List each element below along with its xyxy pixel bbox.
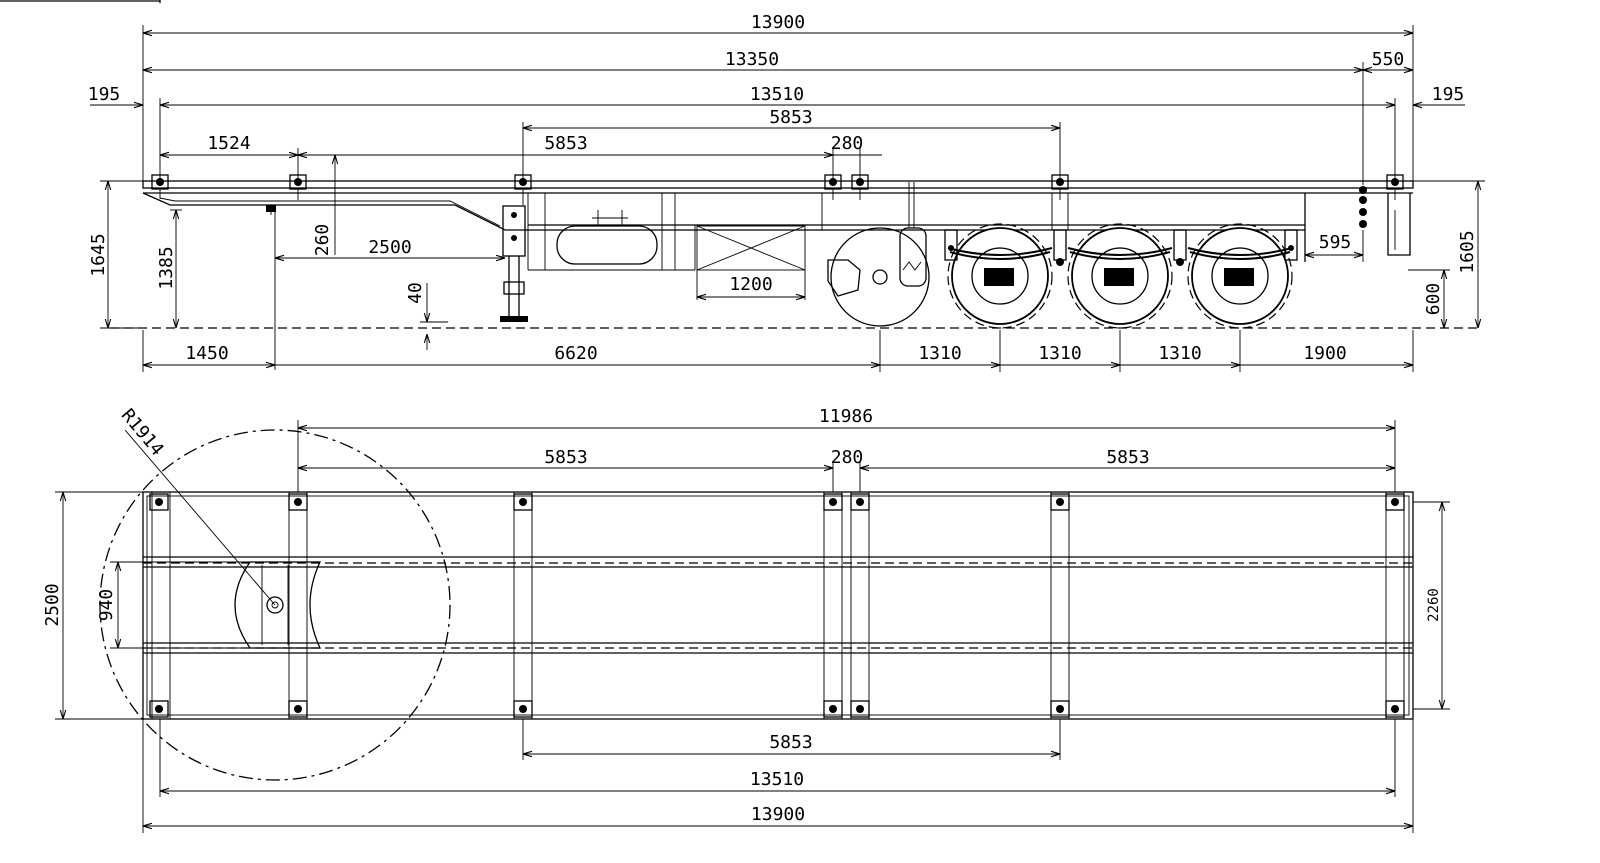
- side-bottom-dimensions: 1450 6620 1310 1310 1310 1900: [142, 330, 1414, 372]
- swing-radius: R1914: [99, 405, 451, 781]
- twist-lock: [824, 174, 842, 200]
- dim-13510-top: 13510: [750, 769, 804, 790]
- dim-550: 550: [1372, 49, 1405, 70]
- dim-1524: 1524: [207, 133, 250, 154]
- title-block-corner: [0, 0, 161, 3]
- dim-5853-top-left: 5853: [544, 447, 587, 468]
- dim-11986: 11986: [819, 406, 873, 427]
- wheel-axle-2: [1067, 223, 1173, 329]
- dim-600: 600: [1423, 283, 1444, 316]
- twist-lock: [151, 174, 169, 199]
- top-rail: [142, 180, 1414, 189]
- dim-260: 260: [312, 224, 333, 257]
- dim-1200: 1200: [729, 274, 772, 295]
- spare-wheel: [827, 227, 930, 327]
- twist-lock: [823, 493, 843, 511]
- dim-5853-upper: 5853: [769, 107, 812, 128]
- twist-lock: [850, 493, 870, 511]
- dim-2260: 2260: [1426, 588, 1442, 622]
- side-frame: [142, 180, 1414, 271]
- wheel-axle-1: [947, 223, 1053, 329]
- landing-gear: [500, 205, 528, 322]
- twist-lock: [823, 700, 843, 718]
- top-chassis: [142, 491, 1414, 720]
- top-twist-locks: [149, 493, 1405, 718]
- twist-lock: [288, 700, 308, 718]
- top-view: 11986 5853 280 5853 R1914: [42, 405, 1450, 833]
- twist-lock: [1050, 700, 1070, 718]
- twist-lock: [288, 493, 308, 511]
- dim-1310-a: 1310: [918, 343, 961, 364]
- dim-2500-top: 2500: [42, 583, 63, 626]
- dim-13900-top: 13900: [751, 12, 805, 33]
- dim-5853-bottom: 5853: [769, 732, 812, 753]
- twist-lock: [289, 174, 307, 200]
- dim-13350: 13350: [725, 49, 779, 70]
- dim-1900: 1900: [1303, 343, 1346, 364]
- dim-1385: 1385: [156, 246, 177, 289]
- dim-5853-top-right: 5853: [1106, 447, 1149, 468]
- twist-lock: [514, 174, 532, 205]
- leaf-springs: [944, 229, 1298, 266]
- twist-lock: [1385, 700, 1405, 718]
- twist-lock: [149, 493, 169, 511]
- side-twist-locks: [151, 174, 1404, 228]
- dim-40: 40: [405, 282, 426, 304]
- twist-lock: [1051, 174, 1069, 200]
- dim-13900-bottom: 13900: [751, 804, 805, 825]
- dim-195-front: 195: [88, 84, 121, 105]
- dim-6620: 6620: [554, 343, 597, 364]
- twist-lock: [1050, 493, 1070, 511]
- twist-lock: [851, 174, 869, 200]
- dim-5853-lower: 5853: [544, 133, 587, 154]
- top-lower-dimensions: 5853 13510 13900: [142, 719, 1414, 833]
- top-side-dimensions: 2500 940 2260: [42, 491, 1450, 720]
- dim-280-side: 280: [831, 133, 864, 154]
- twist-lock: [149, 700, 169, 718]
- top-upper-dimensions: 11986 5853 280 5853: [297, 406, 1396, 492]
- twist-lock: [1386, 174, 1404, 200]
- dim-195-rear: 195: [1432, 84, 1465, 105]
- dim-13510-side: 13510: [750, 84, 804, 105]
- dim-1310-c: 1310: [1158, 343, 1201, 364]
- dim-1450: 1450: [185, 343, 228, 364]
- dim-1605: 1605: [1457, 230, 1478, 273]
- twist-lock: [513, 493, 533, 511]
- twist-lock: [1385, 493, 1405, 511]
- side-view: 13900 13350 550 195 13510 195 5853 1524 …: [88, 12, 1485, 372]
- cross-beams: [151, 491, 1405, 720]
- dim-1310-b: 1310: [1038, 343, 1081, 364]
- twist-lock: [513, 700, 533, 718]
- side-vertical-dimensions: 1645 1385 260 2500 40 1200 595 1605: [88, 155, 1485, 370]
- radius-label: R1914: [117, 405, 168, 460]
- twist-lock: [850, 700, 870, 718]
- axle-wheels: [944, 223, 1298, 329]
- rear-light-cluster: [1359, 186, 1367, 228]
- dim-2500-side: 2500: [368, 237, 411, 258]
- dim-1645: 1645: [88, 233, 109, 276]
- dim-280-top: 280: [831, 447, 864, 468]
- dim-940: 940: [96, 589, 117, 622]
- side-top-dimensions: 13900 13350 550 195 13510 195 5853 1524 …: [88, 12, 1465, 185]
- wheel-axle-3: [1187, 223, 1293, 329]
- dim-595: 595: [1319, 232, 1352, 253]
